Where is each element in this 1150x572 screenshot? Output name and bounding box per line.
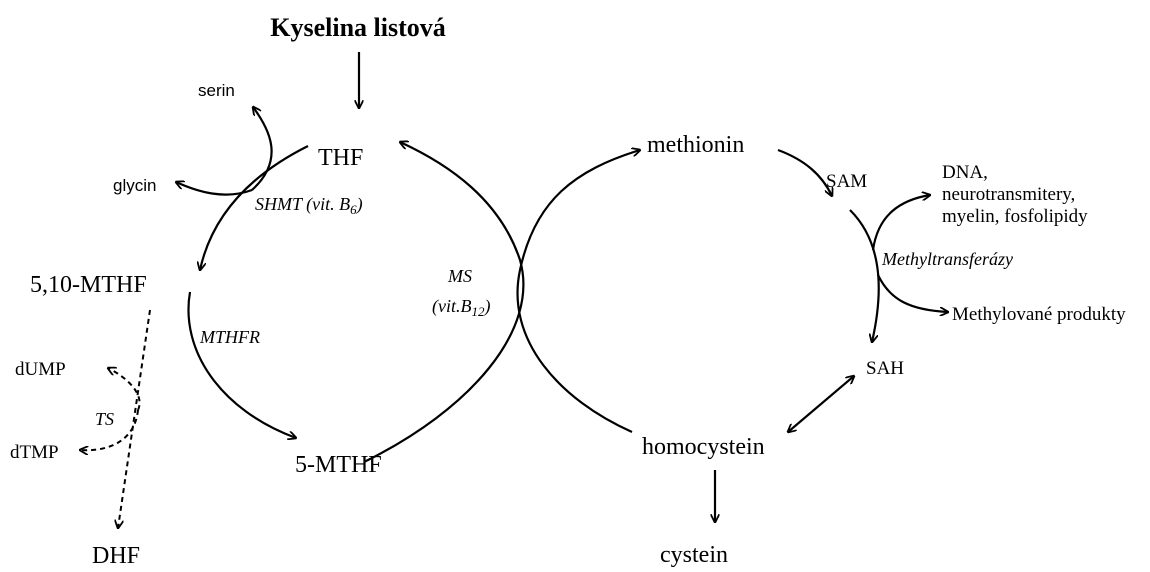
diagram-title: Kyselina listová [270, 13, 446, 42]
node-5-10-mthf: 5,10-MTHF [30, 272, 147, 298]
enzyme-ms-line2: (vit.B12) [432, 296, 490, 319]
to-serin-arrow [251, 107, 273, 191]
methionin-to-sam-arrow [777, 148, 832, 196]
node-dhf: DHF [92, 543, 140, 569]
homocystein-to-methionin-arrow [516, 150, 640, 434]
to-dna-arrow [871, 195, 930, 251]
node-glycin: glycin [113, 176, 156, 195]
node-methionin: methionin [647, 132, 744, 158]
sam-to-sah-arrow [849, 209, 880, 342]
node-thf: THF [318, 145, 363, 171]
to-dump-arrow [108, 368, 141, 411]
node-dtmp: dTMP [10, 442, 59, 463]
node-sah: SAH [866, 358, 904, 379]
to-methylovane-arrow [877, 274, 948, 312]
node-dump: dUMP [15, 359, 66, 380]
node-methylovane-produkty: Methylované produkty [952, 304, 1126, 325]
enzyme-ms-line1: MS [447, 266, 472, 286]
5-10-mthf-to-5-mthf-arrow [187, 291, 296, 438]
thf-to-5-10-mthf-arrow [200, 145, 309, 270]
enzyme-shmt: SHMT (vit. B6) [255, 194, 363, 217]
enzyme-mthfr: MTHFR [199, 327, 260, 347]
to-glycin-arrow [176, 182, 253, 196]
enzyme-ts: TS [95, 409, 114, 429]
5-10-mthf-to-dhf-arrow [118, 309, 151, 528]
node-dna-line1: DNA, [942, 162, 988, 183]
node-sam: SAM [826, 171, 867, 192]
node-5-mthf: 5-MTHF [295, 452, 382, 478]
node-dna-line2: neurotransmitery, [942, 184, 1075, 205]
to-dtmp-arrow [80, 409, 139, 450]
sah-homocystein-arrow [788, 376, 854, 432]
node-dna-line3: myelin, fosfolipidy [942, 206, 1088, 227]
5-mthf-to-thf-arrow [363, 142, 525, 463]
enzyme-methyltransferazy: Methyltransferázy [881, 249, 1013, 269]
node-cystein: cystein [660, 542, 728, 568]
node-homocystein: homocystein [642, 434, 765, 460]
node-serin: serin [198, 81, 235, 100]
